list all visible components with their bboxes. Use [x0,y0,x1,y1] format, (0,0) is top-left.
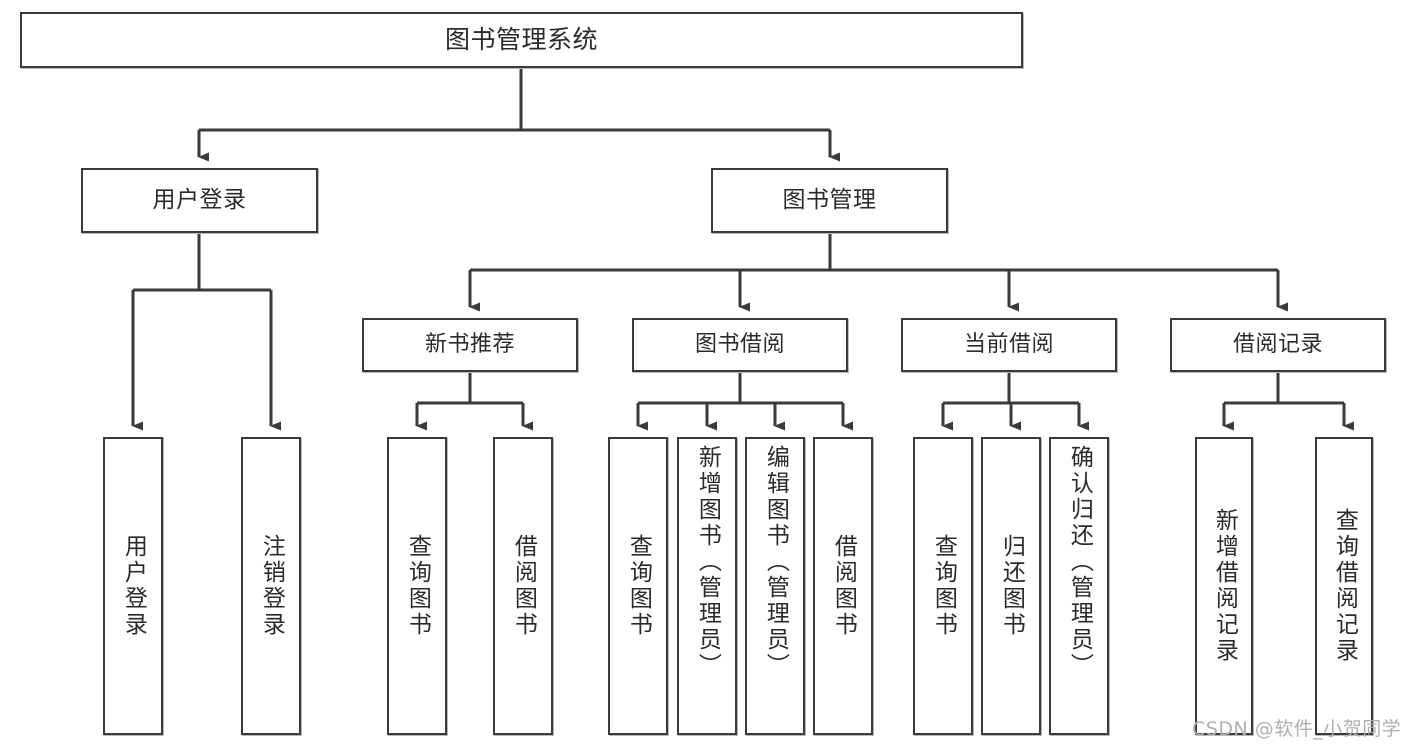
node-leaf-query-book-current[interactable]: 查询图书 [913,437,973,735]
watermark-text: CSDN @软件_小贺同学 [1192,718,1402,740]
node-leaf-logout-label: 注销登录 [258,534,285,638]
node-leaf-user-login-label: 用户登录 [120,534,147,638]
node-root-label: 图书管理系统 [444,25,598,55]
node-borrow-record-label: 借阅记录 [1232,331,1323,357]
node-root-book-management-system[interactable]: 图书管理系统 [20,12,1023,68]
node-borrow-record[interactable]: 借阅记录 [1170,318,1386,372]
node-leaf-query-borrow-record[interactable]: 查询借阅记录 [1315,437,1373,735]
node-leaf-query-book-borrow-label: 查询图书 [625,534,652,638]
node-leaf-return-book[interactable]: 归还图书 [981,437,1041,735]
node-leaf-query-book-borrow[interactable]: 查询图书 [608,437,668,735]
node-leaf-confirm-return-admin[interactable]: 确认归还（管理员） [1049,437,1109,735]
node-leaf-add-borrow-record[interactable]: 新增借阅记录 [1195,437,1253,735]
node-new-book-recommend-label: 新书推荐 [424,331,515,357]
node-leaf-confirm-return-admin-label: 确认归还（管理员） [1066,445,1093,679]
node-leaf-add-book-admin-label: 新增图书（管理员） [694,445,721,679]
node-leaf-lend-book[interactable]: 借阅图书 [813,437,873,735]
node-leaf-user-login[interactable]: 用户登录 [103,437,163,735]
node-leaf-query-book-recommend[interactable]: 查询图书 [387,437,447,735]
node-user-login-label: 用户登录 [152,186,247,213]
node-book-management-label: 图书管理 [782,186,877,213]
node-book-borrow-label: 图书借阅 [694,331,785,357]
node-leaf-lend-book-label: 借阅图书 [830,534,857,638]
node-leaf-add-book-admin[interactable]: 新增图书（管理员） [677,437,737,735]
node-current-borrow[interactable]: 当前借阅 [901,318,1117,372]
node-leaf-edit-book-admin-label: 编辑图书（管理员） [762,445,789,679]
node-leaf-borrow-book-recommend-label: 借阅图书 [510,534,537,638]
node-leaf-logout[interactable]: 注销登录 [241,437,301,735]
node-leaf-edit-book-admin[interactable]: 编辑图书（管理员） [745,437,805,735]
node-leaf-query-borrow-record-label: 查询借阅记录 [1331,508,1358,664]
node-current-borrow-label: 当前借阅 [963,331,1054,357]
node-leaf-borrow-book-recommend[interactable]: 借阅图书 [493,437,553,735]
node-new-book-recommend[interactable]: 新书推荐 [362,318,578,372]
node-user-login[interactable]: 用户登录 [81,168,318,233]
node-book-management[interactable]: 图书管理 [711,168,948,233]
node-book-borrow[interactable]: 图书借阅 [632,318,848,372]
node-leaf-query-book-current-label: 查询图书 [930,534,957,638]
node-leaf-add-borrow-record-label: 新增借阅记录 [1211,508,1238,664]
node-leaf-query-book-recommend-label: 查询图书 [404,534,431,638]
node-leaf-return-book-label: 归还图书 [998,534,1025,638]
